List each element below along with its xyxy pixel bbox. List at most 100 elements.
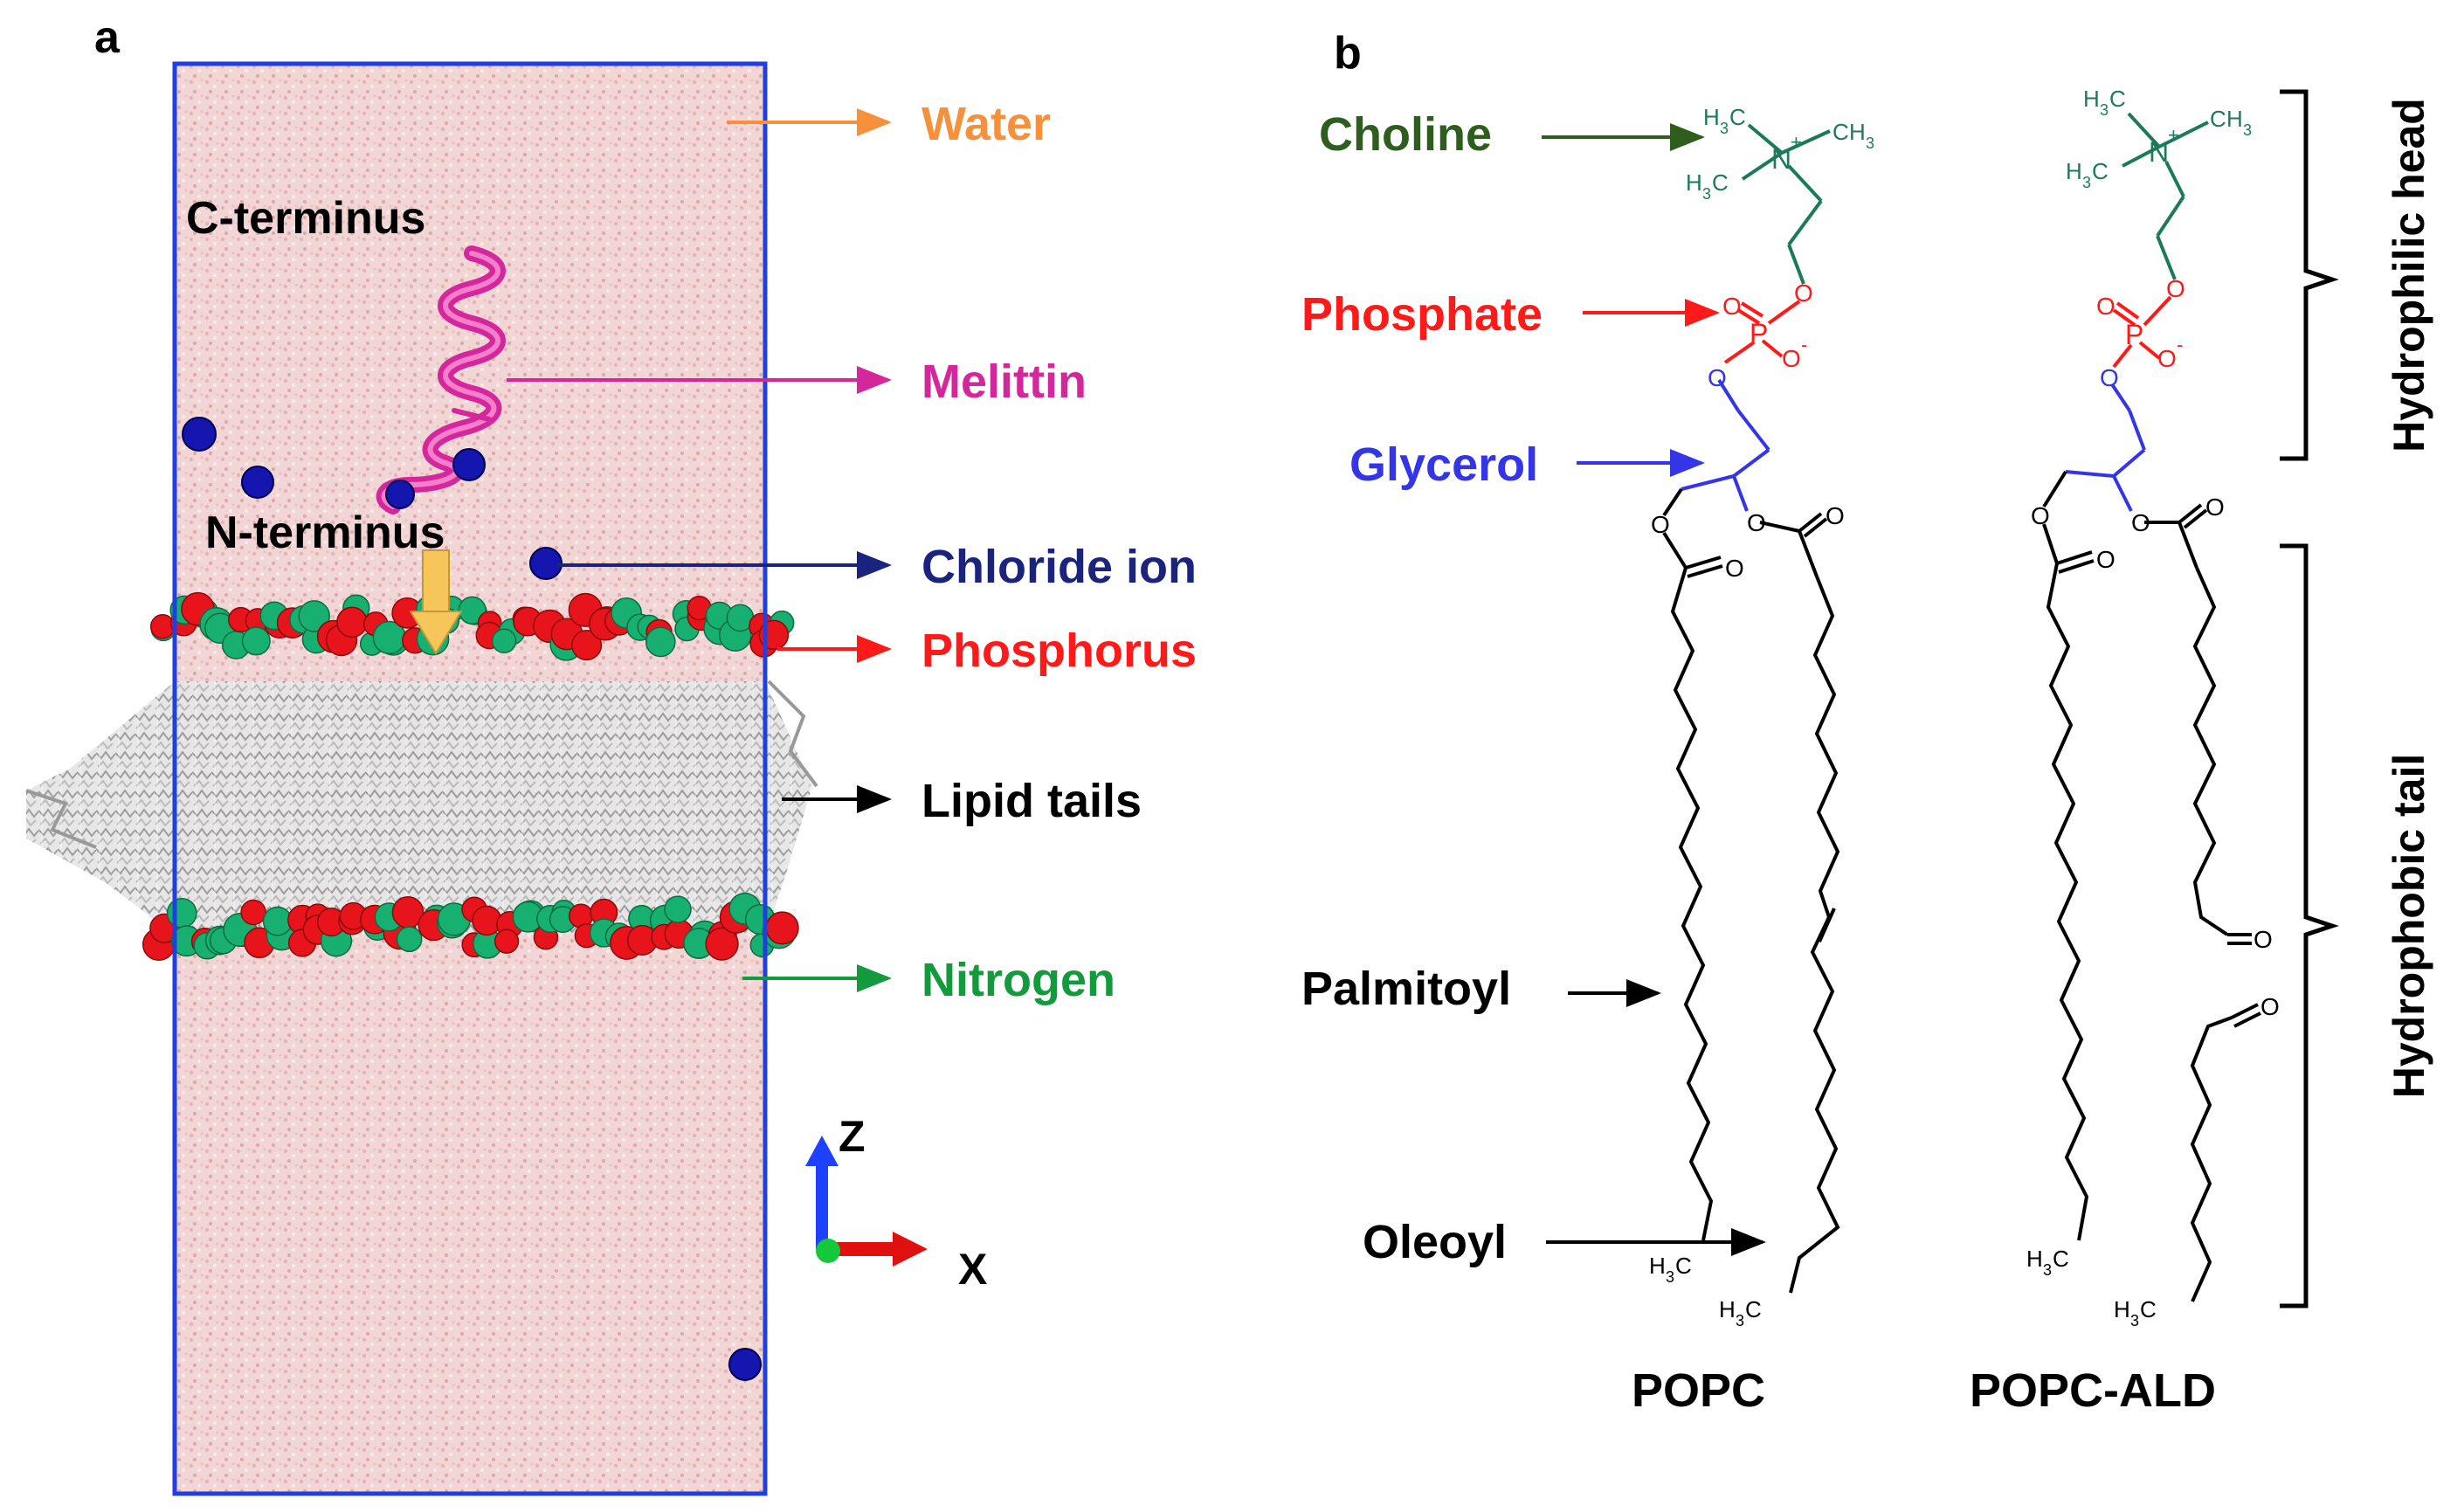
popc-ald-truncated-chain xyxy=(2192,567,2229,936)
popc-ald-palmitoyl-chain xyxy=(2046,563,2089,1241)
popc-esters xyxy=(1662,487,1828,578)
popc-ald-esters xyxy=(2042,470,2208,574)
popc-glycerol-o: O xyxy=(1708,364,1727,391)
nitrogen-sphere xyxy=(664,895,692,923)
tail-brace xyxy=(2280,543,2339,1308)
popc-ald-fragment-sub: 3 xyxy=(2130,1312,2139,1329)
popc-ester-atoms: O O O O xyxy=(1651,502,1845,582)
melittin-helix xyxy=(376,245,506,514)
popc-ald-aldehyde-o-2: O xyxy=(2260,993,2280,1020)
popc-methyl-1-sub: 3 xyxy=(1720,120,1729,137)
popc-methyl-2-c: C xyxy=(1832,119,1849,145)
popc-ester-o-sn1: O xyxy=(1747,509,1766,536)
popc-methyl-2-sub: 3 xyxy=(1866,135,1874,152)
x-axis-label: X xyxy=(958,1245,987,1294)
popc-ald-phosphate xyxy=(2112,295,2172,369)
popc-phosphate-o-minus: O xyxy=(1782,345,1801,372)
popc-ald-aldehyde-bond-2b xyxy=(2233,1011,2261,1028)
axes-triad: Z X xyxy=(805,1112,987,1294)
n-terminus-label: N-terminus xyxy=(205,507,445,558)
popc-ald-phosphate-atoms: O P O O - xyxy=(2096,275,2185,372)
water-label: Water xyxy=(921,98,1051,150)
nitrogen-sphere xyxy=(241,626,271,656)
popc-ald-methyl-1-h: H xyxy=(2083,86,2100,112)
popc-oleoyl-chain xyxy=(1789,576,1840,1294)
phosphorus-sphere xyxy=(493,929,520,954)
popc-palmitoyl-h: H xyxy=(1649,1253,1666,1279)
popc-ald-nitrogen: N xyxy=(2149,136,2169,168)
phosphate-label: Phosphate xyxy=(1301,288,1543,341)
popc-nitrogen-charge: + xyxy=(1791,131,1802,153)
panel-b-letter: b xyxy=(1334,28,1362,79)
popc-carbonyl-o-sn2: O xyxy=(1725,555,1744,582)
popc-choline-atoms: H 3 C N + C H 3 H 3 C xyxy=(1686,104,1874,203)
popc-methyl-3-sub: 3 xyxy=(1702,185,1711,203)
popc-ald-methyl-3-c: C xyxy=(2092,158,2109,184)
popc-methyl-1-c: C xyxy=(1729,104,1746,130)
popc-carbonyl-o-sn1: O xyxy=(1826,502,1845,529)
popc-oleoyl-c: C xyxy=(1745,1296,1762,1322)
popc-choline xyxy=(1741,123,1831,285)
popc-ald-methyl-3-h: H xyxy=(2066,158,2082,184)
nitrogen-sphere xyxy=(166,897,197,929)
nitrogen-sphere xyxy=(458,596,487,625)
popc-ald-phosphate-o-ester: O xyxy=(2166,275,2185,302)
phosphorus-sphere xyxy=(705,927,739,961)
popc-ald-aldehyde-fragment xyxy=(2190,1016,2233,1302)
popc-ald-palmitoyl-h: H xyxy=(2026,1246,2043,1272)
popc-oleoyl-sub: 3 xyxy=(1736,1312,1744,1329)
popc-ald-fragment-h: H xyxy=(2114,1296,2130,1322)
panel-b: b Choline Phosphate Glycerol Palmitoyl O… xyxy=(1301,28,2433,1417)
popc-phosphate-o-double: O xyxy=(1722,293,1742,320)
hydrophobic-tail-label: Hydrophobic tail xyxy=(2385,754,2433,1098)
panel-a-letter: a xyxy=(94,12,121,63)
phosphorus-sphere xyxy=(240,899,266,926)
simulation-box xyxy=(172,61,768,1496)
popc-ald-phosphate-charge: - xyxy=(2177,334,2183,356)
popc-ald-ester-o-sn1: O xyxy=(2131,509,2150,536)
popc-phosphate-atoms: O P O O - xyxy=(1722,280,1813,372)
popc-oleoyl-h: H xyxy=(1719,1296,1736,1322)
popc-nitrogen: N xyxy=(1771,143,1791,175)
popc-ald-choline xyxy=(2122,112,2209,280)
insertion-arrow xyxy=(409,549,463,655)
popc-ald-methyl-1-c: C xyxy=(2109,86,2126,112)
palmitoyl-label: Palmitoyl xyxy=(1301,963,1511,1015)
popc-ester-o-sn2: O xyxy=(1651,511,1670,538)
popc-methyl-2-h: H xyxy=(1849,119,1866,145)
popc-phosphate xyxy=(1723,300,1801,364)
phosphorus-label: Phosphorus xyxy=(921,625,1197,677)
popc-phosphate-o-ester: O xyxy=(1794,280,1813,307)
popc-ald-structure: H 3 C N + C H 3 H 3 C O P xyxy=(2026,86,2280,1329)
popc-oleoyl-terminal: H 3 C xyxy=(1719,1296,1762,1329)
panel-a: a xyxy=(25,12,1197,1496)
popc-ald-glycerol-o: O xyxy=(2100,364,2119,391)
popc-ald-ester-o-sn2: O xyxy=(2031,502,2050,529)
popc-ald-palmitoyl-sub: 3 xyxy=(2043,1261,2052,1279)
popc-ald-methyl-2-c: C xyxy=(2210,106,2226,132)
headgroups-top xyxy=(149,591,795,661)
popc-ald-nitrogen-charge: + xyxy=(2168,124,2179,146)
head-brace xyxy=(2280,89,2339,461)
popc-palmitoyl-terminal: H 3 C xyxy=(1649,1253,1692,1286)
popc-ald-palmitoyl-terminal: H 3 C xyxy=(2026,1246,2069,1279)
c-terminus-label: C-terminus xyxy=(186,193,425,244)
choline-label: Choline xyxy=(1319,108,1492,161)
popc-ald-fragment-c: C xyxy=(2140,1296,2157,1322)
nitrogen-sphere xyxy=(491,628,517,654)
popc-ald-choline-atoms: H 3 C N + C H 3 H 3 C xyxy=(2066,86,2252,191)
popc-name: POPC xyxy=(1632,1364,1765,1417)
popc-ald-glycerol-atoms: O xyxy=(2100,364,2119,391)
popc-ald-phosphorus: P xyxy=(2125,319,2143,350)
popc-methyl-1-h: H xyxy=(1703,104,1720,130)
hydrophilic-head-label: Hydrophilic head xyxy=(2385,98,2433,452)
popc-ald-phosphate-o-minus: O xyxy=(2157,345,2177,372)
popc-ald-methyl-3-sub: 3 xyxy=(2082,174,2091,191)
popc-ald-ester-atoms: O O O O xyxy=(2031,494,2225,573)
popc-palmitoyl-c: C xyxy=(1675,1253,1692,1279)
popc-ald-aldehyde-o-1: O xyxy=(2253,926,2273,953)
popc-methyl-3-c: C xyxy=(1712,169,1729,196)
popc-glycerol xyxy=(1681,378,1770,512)
popc-structure: H 3 C N + C H 3 H 3 C O xyxy=(1649,104,1874,1329)
